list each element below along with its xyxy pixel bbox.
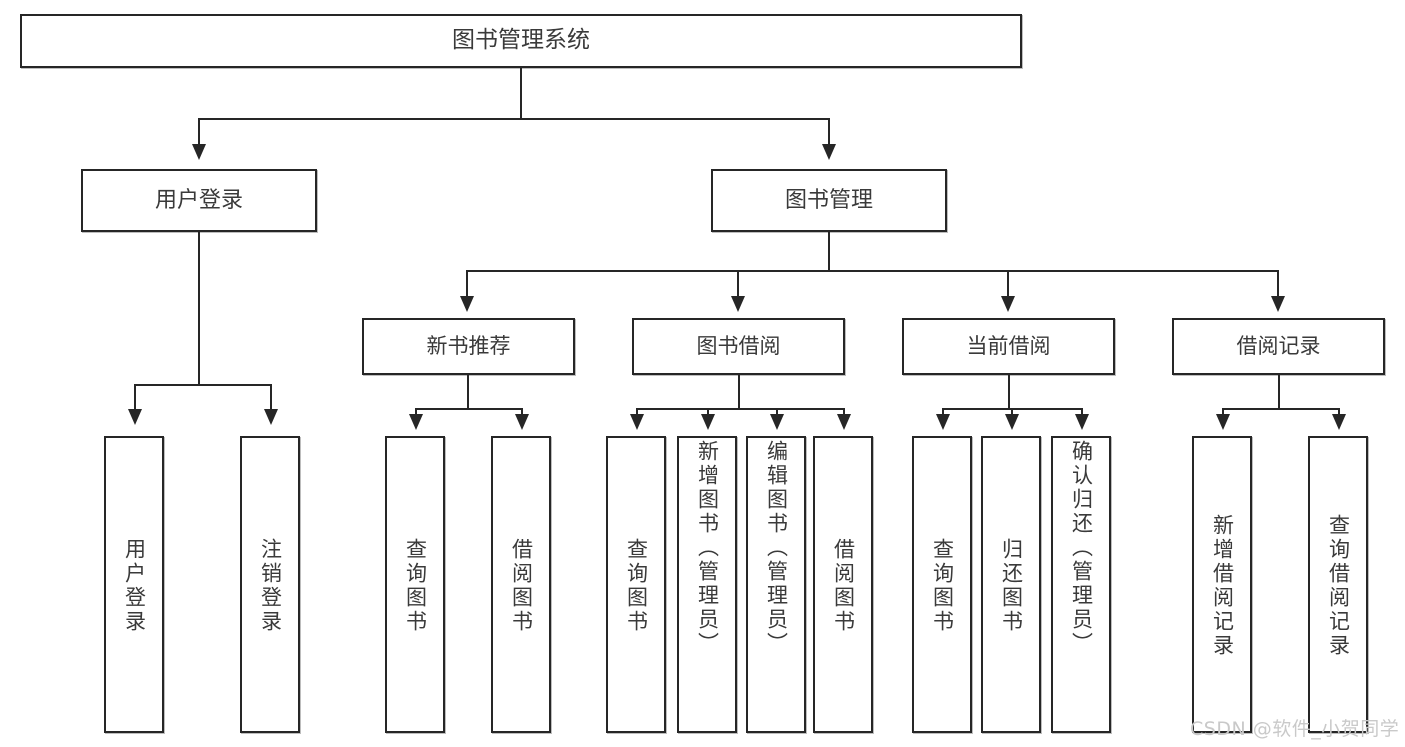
connector-bm-to-book-borrow [737, 270, 739, 300]
connector-new-book-branch-1 [415, 408, 417, 416]
connector-bm-to-borrow-record [1277, 270, 1279, 300]
leaf-add-record-label: 新增借阅记录 [1210, 513, 1235, 658]
arrow-current-borrow-leaf-1 [936, 414, 950, 430]
connector-borrow-record-branch-1 [1222, 408, 1224, 416]
node-new-book-recommend[interactable]: 新书推荐 [362, 318, 575, 375]
node-book-management[interactable]: 图书管理 [711, 169, 947, 232]
connector-borrow-record-bus [1222, 408, 1338, 410]
arrow-book-borrow-leaf-4 [837, 414, 851, 430]
connector-new-book-stem [467, 375, 469, 409]
leaf-borrow-book-1-label: 借阅图书 [509, 537, 534, 634]
connector-current-borrow-branch-2 [1011, 408, 1013, 416]
leaf-query-record-label: 查询借阅记录 [1326, 513, 1351, 658]
leaf-query-book-1-label: 查询图书 [403, 537, 428, 634]
connector-current-borrow-branch-1 [942, 408, 944, 416]
connector-book-borrow-stem [738, 375, 740, 409]
connector-user-login-branch-2 [270, 384, 272, 412]
connector-user-login-bus [134, 384, 270, 386]
connector-bm-to-current-borrow [1007, 270, 1009, 300]
node-borrow-record-label: 借阅记录 [1236, 334, 1321, 359]
arrow-bm-to-new-book [460, 296, 474, 312]
node-current-borrow[interactable]: 当前借阅 [902, 318, 1115, 375]
node-new-book-recommend-label: 新书推荐 [426, 334, 511, 359]
leaf-user-login[interactable]: 用户登录 [104, 436, 164, 733]
connector-root-to-user-login [198, 118, 200, 148]
arrow-current-borrow-leaf-3 [1075, 414, 1089, 430]
arrow-bm-to-borrow-record [1271, 296, 1285, 312]
connector-bm-to-new-book [466, 270, 468, 300]
leaf-query-book-1[interactable]: 查询图书 [385, 436, 445, 733]
leaf-user-login-label: 用户登录 [122, 537, 147, 634]
arrow-bm-to-current-borrow [1001, 296, 1015, 312]
leaf-borrow-book-2[interactable]: 借阅图书 [813, 436, 873, 733]
connector-book-borrow-bus [636, 408, 843, 410]
connector-user-login-branch-1 [134, 384, 136, 412]
leaf-user-logout-label: 注销登录 [258, 537, 283, 634]
connector-new-book-branch-2 [521, 408, 523, 416]
arrow-bm-to-book-borrow [731, 296, 745, 312]
connector-current-borrow-branch-3 [1081, 408, 1083, 416]
arrow-borrow-record-leaf-1 [1216, 414, 1230, 430]
arrow-root-to-user-login [192, 144, 206, 160]
leaf-return-book-label: 归还图书 [999, 537, 1024, 634]
arrow-user-login-leaf-1 [128, 409, 142, 425]
leaf-user-logout[interactable]: 注销登录 [240, 436, 300, 733]
arrow-current-borrow-leaf-2 [1005, 414, 1019, 430]
leaf-query-book-3[interactable]: 查询图书 [912, 436, 972, 733]
arrow-book-borrow-leaf-1 [630, 414, 644, 430]
connector-root-to-book-management [828, 118, 830, 148]
leaf-edit-book[interactable]: 编辑图书（管理员） [746, 436, 806, 733]
connector-book-borrow-branch-3 [776, 408, 778, 416]
leaf-query-book-2[interactable]: 查询图书 [606, 436, 666, 733]
connector-book-borrow-branch-1 [636, 408, 638, 416]
connector-root-stem [520, 68, 522, 119]
connector-borrow-record-stem [1278, 375, 1280, 409]
arrow-new-book-leaf-2 [515, 414, 529, 430]
connector-book-borrow-branch-2 [707, 408, 709, 416]
connector-borrow-record-branch-2 [1338, 408, 1340, 416]
arrow-book-borrow-leaf-3 [770, 414, 784, 430]
node-user-login-label: 用户登录 [154, 187, 243, 213]
connector-root-bus [198, 118, 830, 120]
node-current-borrow-label: 当前借阅 [966, 334, 1051, 359]
leaf-add-book-label: 新增图书（管理员） [695, 440, 720, 656]
leaf-borrow-book-1[interactable]: 借阅图书 [491, 436, 551, 733]
leaf-return-book[interactable]: 归还图书 [981, 436, 1041, 733]
node-user-login[interactable]: 用户登录 [81, 169, 317, 232]
node-borrow-record[interactable]: 借阅记录 [1172, 318, 1385, 375]
connector-new-book-bus [415, 408, 521, 410]
leaf-query-book-2-label: 查询图书 [624, 537, 649, 634]
arrow-borrow-record-leaf-2 [1332, 414, 1346, 430]
connector-book-management-stem [828, 232, 830, 271]
connector-book-management-bus [466, 270, 1278, 272]
leaf-query-record[interactable]: 查询借阅记录 [1308, 436, 1368, 733]
leaf-query-book-3-label: 查询图书 [930, 537, 955, 634]
leaf-add-record[interactable]: 新增借阅记录 [1192, 436, 1252, 733]
node-root[interactable]: 图书管理系统 [20, 14, 1022, 68]
leaf-confirm-return[interactable]: 确认归还（管理员） [1051, 436, 1111, 733]
leaf-borrow-book-2-label: 借阅图书 [831, 537, 856, 634]
node-book-borrow-label: 图书借阅 [696, 334, 781, 359]
arrow-user-login-leaf-2 [264, 409, 278, 425]
leaf-edit-book-label: 编辑图书（管理员） [764, 440, 789, 656]
arrow-root-to-book-management [822, 144, 836, 160]
connector-book-borrow-branch-4 [843, 408, 845, 416]
connector-user-login-stem [198, 232, 200, 385]
arrow-new-book-leaf-1 [409, 414, 423, 430]
node-book-borrow[interactable]: 图书借阅 [632, 318, 845, 375]
node-root-label: 图书管理系统 [452, 27, 590, 54]
node-book-management-label: 图书管理 [784, 187, 873, 213]
leaf-add-book[interactable]: 新增图书（管理员） [677, 436, 737, 733]
leaf-confirm-return-label: 确认归还（管理员） [1069, 440, 1094, 656]
connector-current-borrow-stem [1008, 375, 1010, 409]
csdn-watermark: CSDN @软件_小贺同学 [1190, 718, 1400, 740]
arrow-book-borrow-leaf-2 [701, 414, 715, 430]
